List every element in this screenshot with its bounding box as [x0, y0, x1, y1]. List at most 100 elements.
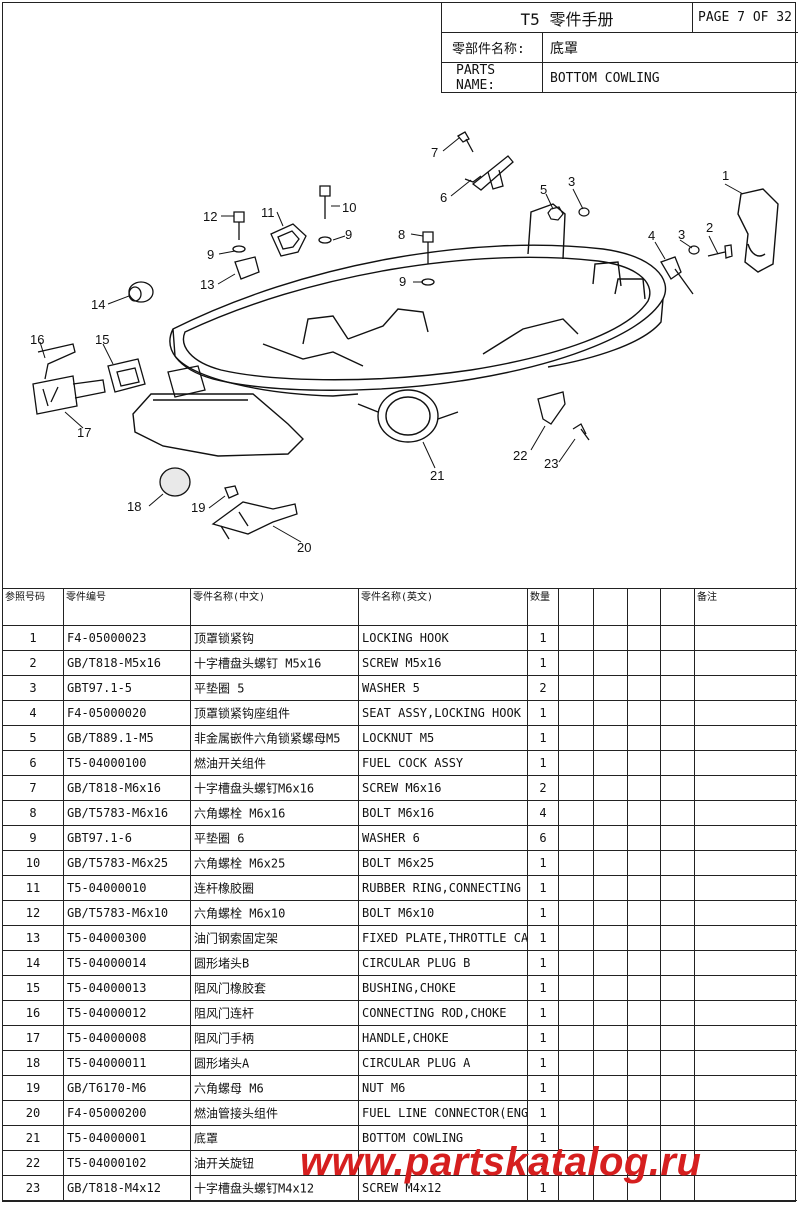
callout-15: 15 [95, 332, 109, 347]
cell-desc-en: SEAT ASSY,LOCKING HOOK [362, 706, 521, 720]
cell-empty [627, 876, 660, 900]
callout-9a: 9 [207, 247, 214, 262]
cell-empty [694, 1101, 797, 1125]
cell-empty [660, 1126, 694, 1150]
cell-sn: 10 [25, 856, 41, 870]
cell-part-no: T5-04000010 [67, 881, 147, 895]
callout-14: 14 [91, 297, 105, 312]
cell-empty [558, 976, 593, 1000]
cell-sn: 8 [29, 806, 37, 820]
cell-empty [694, 651, 797, 675]
cell-empty [558, 701, 593, 725]
callout-9c: 9 [345, 227, 352, 242]
callout-8: 8 [398, 227, 405, 242]
page-number: PAGE 7 OF 32 [698, 10, 792, 25]
cell-desc-en: SCREW M6x16 [362, 781, 442, 795]
cell-qty: 1 [539, 706, 547, 720]
cell-desc-cn: 六角螺栓 M6x16 [194, 806, 286, 821]
cell-desc-cn: 顶罩锁紧钩 [194, 631, 255, 646]
callout-22: 22 [513, 448, 527, 463]
cell-desc-en: RUBBER RING,CONNECTING ROD [362, 881, 527, 895]
cell-part-no: GB/T5783-M6x16 [67, 806, 169, 820]
cell-empty [660, 901, 694, 925]
callout-7: 7 [431, 145, 438, 160]
cell-empty [558, 1001, 593, 1025]
cell-sn: 17 [25, 1031, 41, 1045]
cell-empty [694, 726, 797, 750]
cell-empty [627, 1101, 660, 1125]
cell-empty [660, 826, 694, 850]
cell-qty: 1 [539, 981, 547, 995]
cell-part-no: T5-04000008 [67, 1031, 147, 1045]
cell-part-no: T5-04000012 [67, 1006, 147, 1020]
cell-empty [660, 726, 694, 750]
header-sn: SN. 参照号码 [5, 589, 45, 603]
cell-desc-en: CONNECTING ROD,CHOKE [362, 1006, 507, 1020]
cell-part-no: T5-04000013 [67, 981, 147, 995]
parts-table: SN. 参照号码 PART NO. 零件编号 DESCRIPTION 零件名称(… [3, 588, 797, 1201]
callout-3a: 3 [568, 174, 575, 189]
cell-empty [627, 1076, 660, 1100]
cell-empty [593, 726, 627, 750]
cell-sn: 12 [25, 906, 41, 920]
cell-empty [558, 1126, 593, 1150]
watermark: www.partskatalog.ru [300, 1140, 702, 1184]
header-desc-cn: DESCRIPTION 零件名称(中文) [193, 589, 266, 603]
cell-desc-cn: 底罩 [194, 1131, 219, 1146]
cell-qty: 1 [539, 1156, 547, 1170]
cell-empty [627, 1126, 660, 1150]
cell-sn: 2 [29, 656, 37, 670]
cell-part-no: T5-04000001 [67, 1131, 147, 1145]
part-name-en-label: PARTS NAME: [456, 63, 496, 93]
cell-sn: 4 [29, 706, 37, 720]
cell-desc-cn: 十字槽盘头螺钉M6x16 [194, 781, 315, 796]
callout-23: 23 [544, 456, 558, 471]
cell-desc-en: FIXED PLATE,THROTTLE CABLE [362, 931, 527, 945]
cell-qty: 2 [539, 781, 547, 795]
cell-empty [593, 651, 627, 675]
cell-desc-en: CIRCULAR PLUG A [362, 1056, 471, 1070]
cell-sn: 20 [25, 1106, 41, 1120]
cell-empty [593, 676, 627, 700]
cell-empty [558, 776, 593, 800]
cell-empty [558, 751, 593, 775]
callout-2: 2 [706, 220, 713, 235]
callout-16: 16 [30, 332, 44, 347]
cell-empty [558, 926, 593, 950]
cell-empty [558, 626, 593, 650]
cell-qty: 1 [539, 1081, 547, 1095]
cell-empty [660, 1051, 694, 1075]
cell-sn: 1 [29, 631, 37, 645]
cell-empty [627, 1001, 660, 1025]
cell-empty [694, 1051, 797, 1075]
cell-empty [660, 776, 694, 800]
cell-desc-cn: 平垫圈 6 [194, 831, 245, 846]
cell-desc-en: SCREW M5x16 [362, 656, 442, 670]
cell-empty [558, 651, 593, 675]
cell-part-no: GB/T889.1-M5 [67, 731, 154, 745]
callout-9b: 9 [399, 274, 406, 289]
cell-empty [694, 851, 797, 875]
cell-part-no: F4-05000023 [67, 631, 147, 645]
cell-desc-en: LOCKING HOOK [362, 631, 449, 645]
cell-qty: 1 [539, 656, 547, 670]
cell-empty [593, 876, 627, 900]
cell-qty: 1 [539, 731, 547, 745]
part-name-cn-label: 零部件名称: [452, 42, 525, 57]
cell-empty [558, 901, 593, 925]
cell-sn: 23 [25, 1181, 41, 1195]
cell-part-no: T5-04000011 [67, 1056, 147, 1070]
cell-qty: 1 [539, 756, 547, 770]
part-name-en-row: PARTS NAME: BOTTOM COWLING [442, 63, 798, 93]
cell-empty [558, 1076, 593, 1100]
cell-desc-en: BUSHING,CHOKE [362, 981, 456, 995]
cell-desc-cn: 圆形堵头A [194, 1056, 250, 1071]
